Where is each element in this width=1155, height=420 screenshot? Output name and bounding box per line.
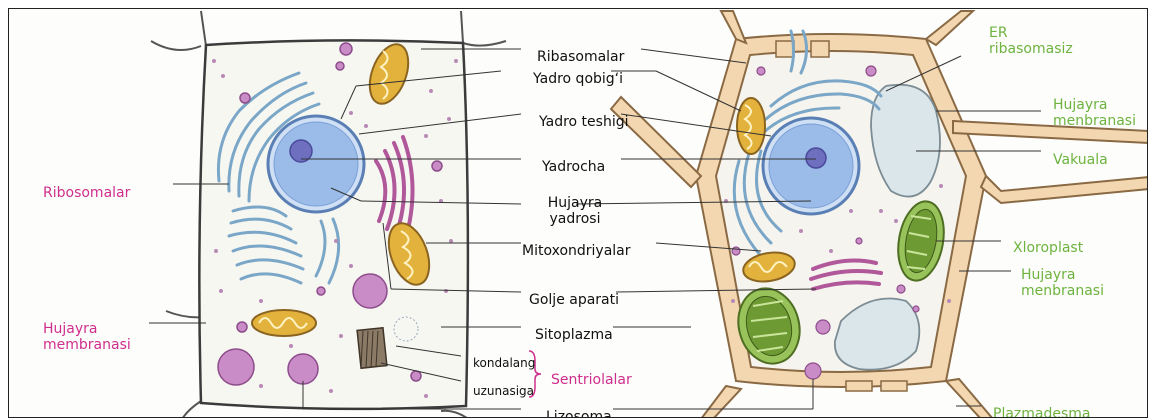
diagram-frame: Ribasomalar Yadro qobig‘i Yadro teshigi …	[8, 8, 1148, 418]
label-sentriolalar: Sentriolalar	[551, 372, 632, 388]
label-right-membrana-a: Hujayra menbranasi	[1053, 97, 1136, 129]
label-left-membrana: Hujayra membranasi	[43, 321, 131, 353]
animal-nucleus	[274, 122, 358, 206]
label-er-line1: ER	[989, 25, 1073, 41]
label-er-line2: ribasomasiz	[989, 41, 1073, 57]
label-yadrocha: Yadrocha	[542, 159, 605, 175]
label-left-membrana-line1: Hujayra	[43, 321, 131, 337]
label-lizosoma: Lizosoma	[546, 409, 612, 418]
label-right-membrana-a-line2: menbranasi	[1053, 113, 1136, 129]
plant-cell	[576, 11, 1148, 418]
label-right-membrana-b: Hujayra menbranasi	[1021, 267, 1104, 299]
label-left-membrana-line2: membranasi	[43, 337, 131, 353]
label-xloroplast: Xloroplast	[1013, 240, 1083, 256]
plant-nucleolus	[806, 148, 826, 168]
label-yadro-teshigi: Yadro teshigi	[539, 114, 629, 130]
label-golje: Golje aparati	[529, 292, 619, 308]
label-mitoxondriyalar: Mitoxondriyalar	[522, 243, 631, 259]
label-plazmadesma: Plazmadesma	[993, 406, 1091, 418]
label-right-membrana-b-line1: Hujayra	[1021, 267, 1104, 283]
label-hujayra-yadrosi: Hujayra yadrosi	[542, 195, 608, 227]
label-kondalang: kondalang	[473, 357, 535, 371]
label-left-ribosomalar: Ribosomalar	[43, 185, 130, 201]
label-yadro-qobigi: Yadro qobig‘i	[533, 71, 623, 87]
label-vakuala: Vakuala	[1053, 152, 1108, 168]
label-uzunasiga: uzunasiga	[473, 385, 534, 399]
label-right-membrana-a-line1: Hujayra	[1053, 97, 1136, 113]
label-er: ER ribasomasiz	[989, 25, 1073, 57]
label-right-membrana-b-line2: menbranasi	[1021, 283, 1104, 299]
label-sitoplazma: Sitoplazma	[535, 327, 613, 343]
label-ribasomalar: Ribasomalar	[537, 49, 624, 65]
label-hujayra-yadrosi-line1: Hujayra	[542, 195, 608, 211]
label-hujayra-yadrosi-line2: yadrosi	[542, 211, 608, 227]
